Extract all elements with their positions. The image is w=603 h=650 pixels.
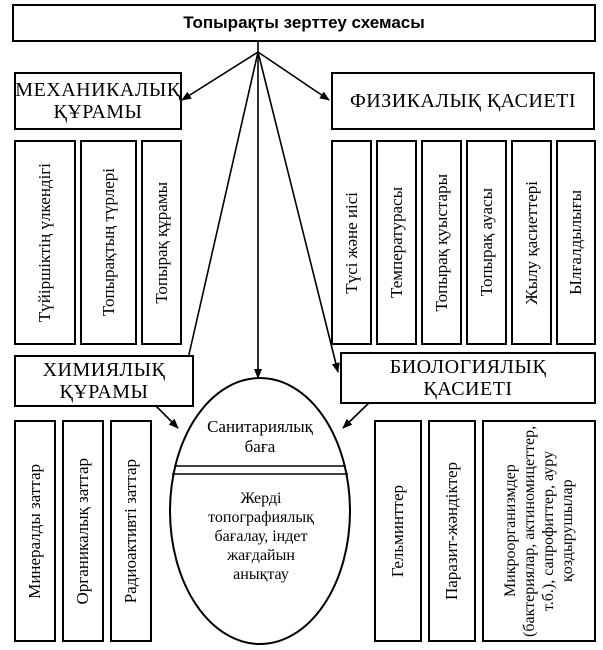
physical-item-label: Жылу қасиеттері	[521, 180, 541, 305]
mechanical-item-soil-types: Топырақтың түрлері	[80, 140, 137, 345]
chemical-item-organic: Органикалық заттар	[62, 420, 104, 642]
physical-item-pores: Топырақ қуыстары	[421, 140, 462, 345]
arrow-bio-to-center	[342, 399, 373, 429]
arrow-to-physical	[257, 51, 330, 101]
chemical-item-label: Радиоактивті заттар	[121, 458, 140, 604]
category-physical: ФИЗИКАЛЫҚ ҚАСИЕТІ	[331, 72, 595, 130]
mechanical-item-soil-composition: Топырақ құрамы	[141, 140, 182, 345]
chemical-item-label: Минералды заттар	[25, 463, 44, 599]
physical-item-label: Топырақ қуыстары	[431, 173, 451, 312]
arrow-to-mechanical	[181, 51, 259, 101]
biological-item-helminths: Гельминттер	[374, 420, 422, 642]
physical-item-temperature: Температурасы	[376, 140, 417, 345]
biological-item-parasites: Паразит-жәндіктер	[428, 420, 476, 642]
biological-item-label: Гельминттер	[388, 484, 407, 578]
physical-item-label: Температурасы	[386, 186, 406, 298]
biological-item-label: Микроорганизмдер (бактериялар, актиномиц…	[502, 425, 576, 637]
center-sanitary-assessment: Санитариялық баға	[207, 417, 313, 456]
physical-item-thermal: Жылу қасиеттері	[511, 140, 552, 345]
physical-item-label: Ылғалдылығы	[566, 190, 585, 295]
physical-item-moisture: Ылғалдылығы	[556, 140, 596, 345]
biological-item-microorganisms: Микроорганизмдер (бактериялар, актиномиц…	[482, 420, 596, 642]
mechanical-item-label: Топырақ құрамы	[151, 181, 171, 304]
mechanical-item-label: Топырақтың түрлері	[98, 168, 118, 317]
physical-item-color-smell: Түсі және иісі	[331, 140, 372, 345]
center-ellipse	[169, 377, 351, 645]
mechanical-item-label: Түйіршіктің үлкендігі	[35, 162, 54, 323]
chemical-item-mineral: Минералды заттар	[14, 420, 56, 642]
chemical-item-label: Органикалық заттар	[73, 457, 92, 605]
physical-item-label: Түсі және иісі	[341, 191, 361, 294]
mechanical-item-grain-size: Түйіршіктің үлкендігі	[14, 140, 76, 345]
center-topographic-assessment: Жерді топографиялық бағалау, індет жағда…	[208, 489, 314, 583]
physical-item-air: Топырақ ауасы	[466, 140, 507, 345]
physical-item-label: Топырақ ауасы	[476, 188, 496, 297]
category-mechanical: МЕХАНИКАЛЫҚ ҚҰРАМЫ	[14, 72, 182, 130]
diagram-title: Топырақты зерттеу схемасы	[12, 4, 596, 42]
arrow-to-biological	[257, 51, 340, 373]
category-biological: БИОЛОГИЯЛЫҚ ҚАСИЕТІ	[340, 352, 596, 404]
biological-item-label: Паразит-жәндіктер	[442, 461, 461, 601]
chemical-item-radioactive: Радиоактивті заттар	[110, 420, 152, 642]
category-chemical: ХИМИЯЛЫҚ ҚҰРАМЫ	[14, 355, 194, 407]
arrow-to-chemical	[183, 51, 259, 373]
